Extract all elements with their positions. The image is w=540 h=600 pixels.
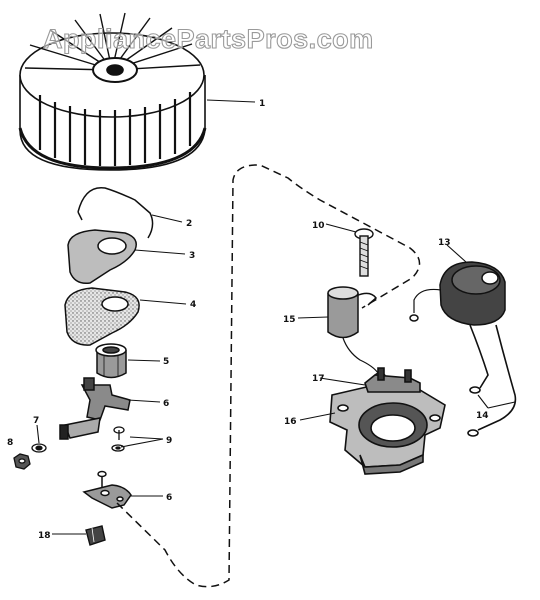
mounting-screw bbox=[354, 228, 374, 277]
callout-4: 4 bbox=[190, 300, 196, 310]
callout-2: 2 bbox=[186, 219, 192, 229]
callout-8: 8 bbox=[7, 438, 13, 448]
callout-15: 15 bbox=[283, 315, 296, 325]
callout-6-upper: 6 bbox=[163, 399, 169, 409]
gasket bbox=[64, 287, 140, 346]
callout-1: 1 bbox=[259, 99, 265, 109]
spring-clip bbox=[77, 186, 154, 239]
ignition-coil bbox=[409, 261, 506, 326]
point-bracket bbox=[82, 470, 132, 509]
screw-and-washer-9 bbox=[111, 426, 125, 452]
dust-cover bbox=[67, 229, 137, 285]
bushing bbox=[95, 343, 127, 379]
wire-clip-18 bbox=[85, 525, 106, 546]
watermark: AppliancePartsPros.com bbox=[43, 24, 374, 54]
flywheel bbox=[18, 12, 207, 171]
callout-18: 18 bbox=[38, 531, 51, 541]
callout-16: 16 bbox=[284, 417, 297, 427]
callout-6-lower: 6 bbox=[166, 493, 172, 503]
callout-13: 13 bbox=[438, 238, 451, 248]
breaker-point-arm bbox=[59, 377, 131, 440]
callout-9: 9 bbox=[166, 436, 172, 446]
breaker-box-base bbox=[329, 367, 446, 475]
coil-leads bbox=[467, 324, 517, 437]
condenser bbox=[327, 286, 386, 380]
assembly-boundary bbox=[116, 164, 421, 588]
callout-14: 14 bbox=[476, 411, 489, 421]
callout-10: 10 bbox=[312, 221, 325, 231]
callout-5: 5 bbox=[163, 357, 169, 367]
leader-lines bbox=[36, 99, 516, 535]
screw-7 bbox=[31, 443, 47, 453]
callout-3: 3 bbox=[189, 251, 195, 261]
callout-7: 7 bbox=[33, 416, 39, 426]
callout-17: 17 bbox=[312, 374, 325, 384]
nut-8 bbox=[13, 453, 31, 470]
callout-labels: 1 2 3 4 5 6 7 8 9 6 18 10 13 15 17 16 14 bbox=[7, 99, 489, 541]
